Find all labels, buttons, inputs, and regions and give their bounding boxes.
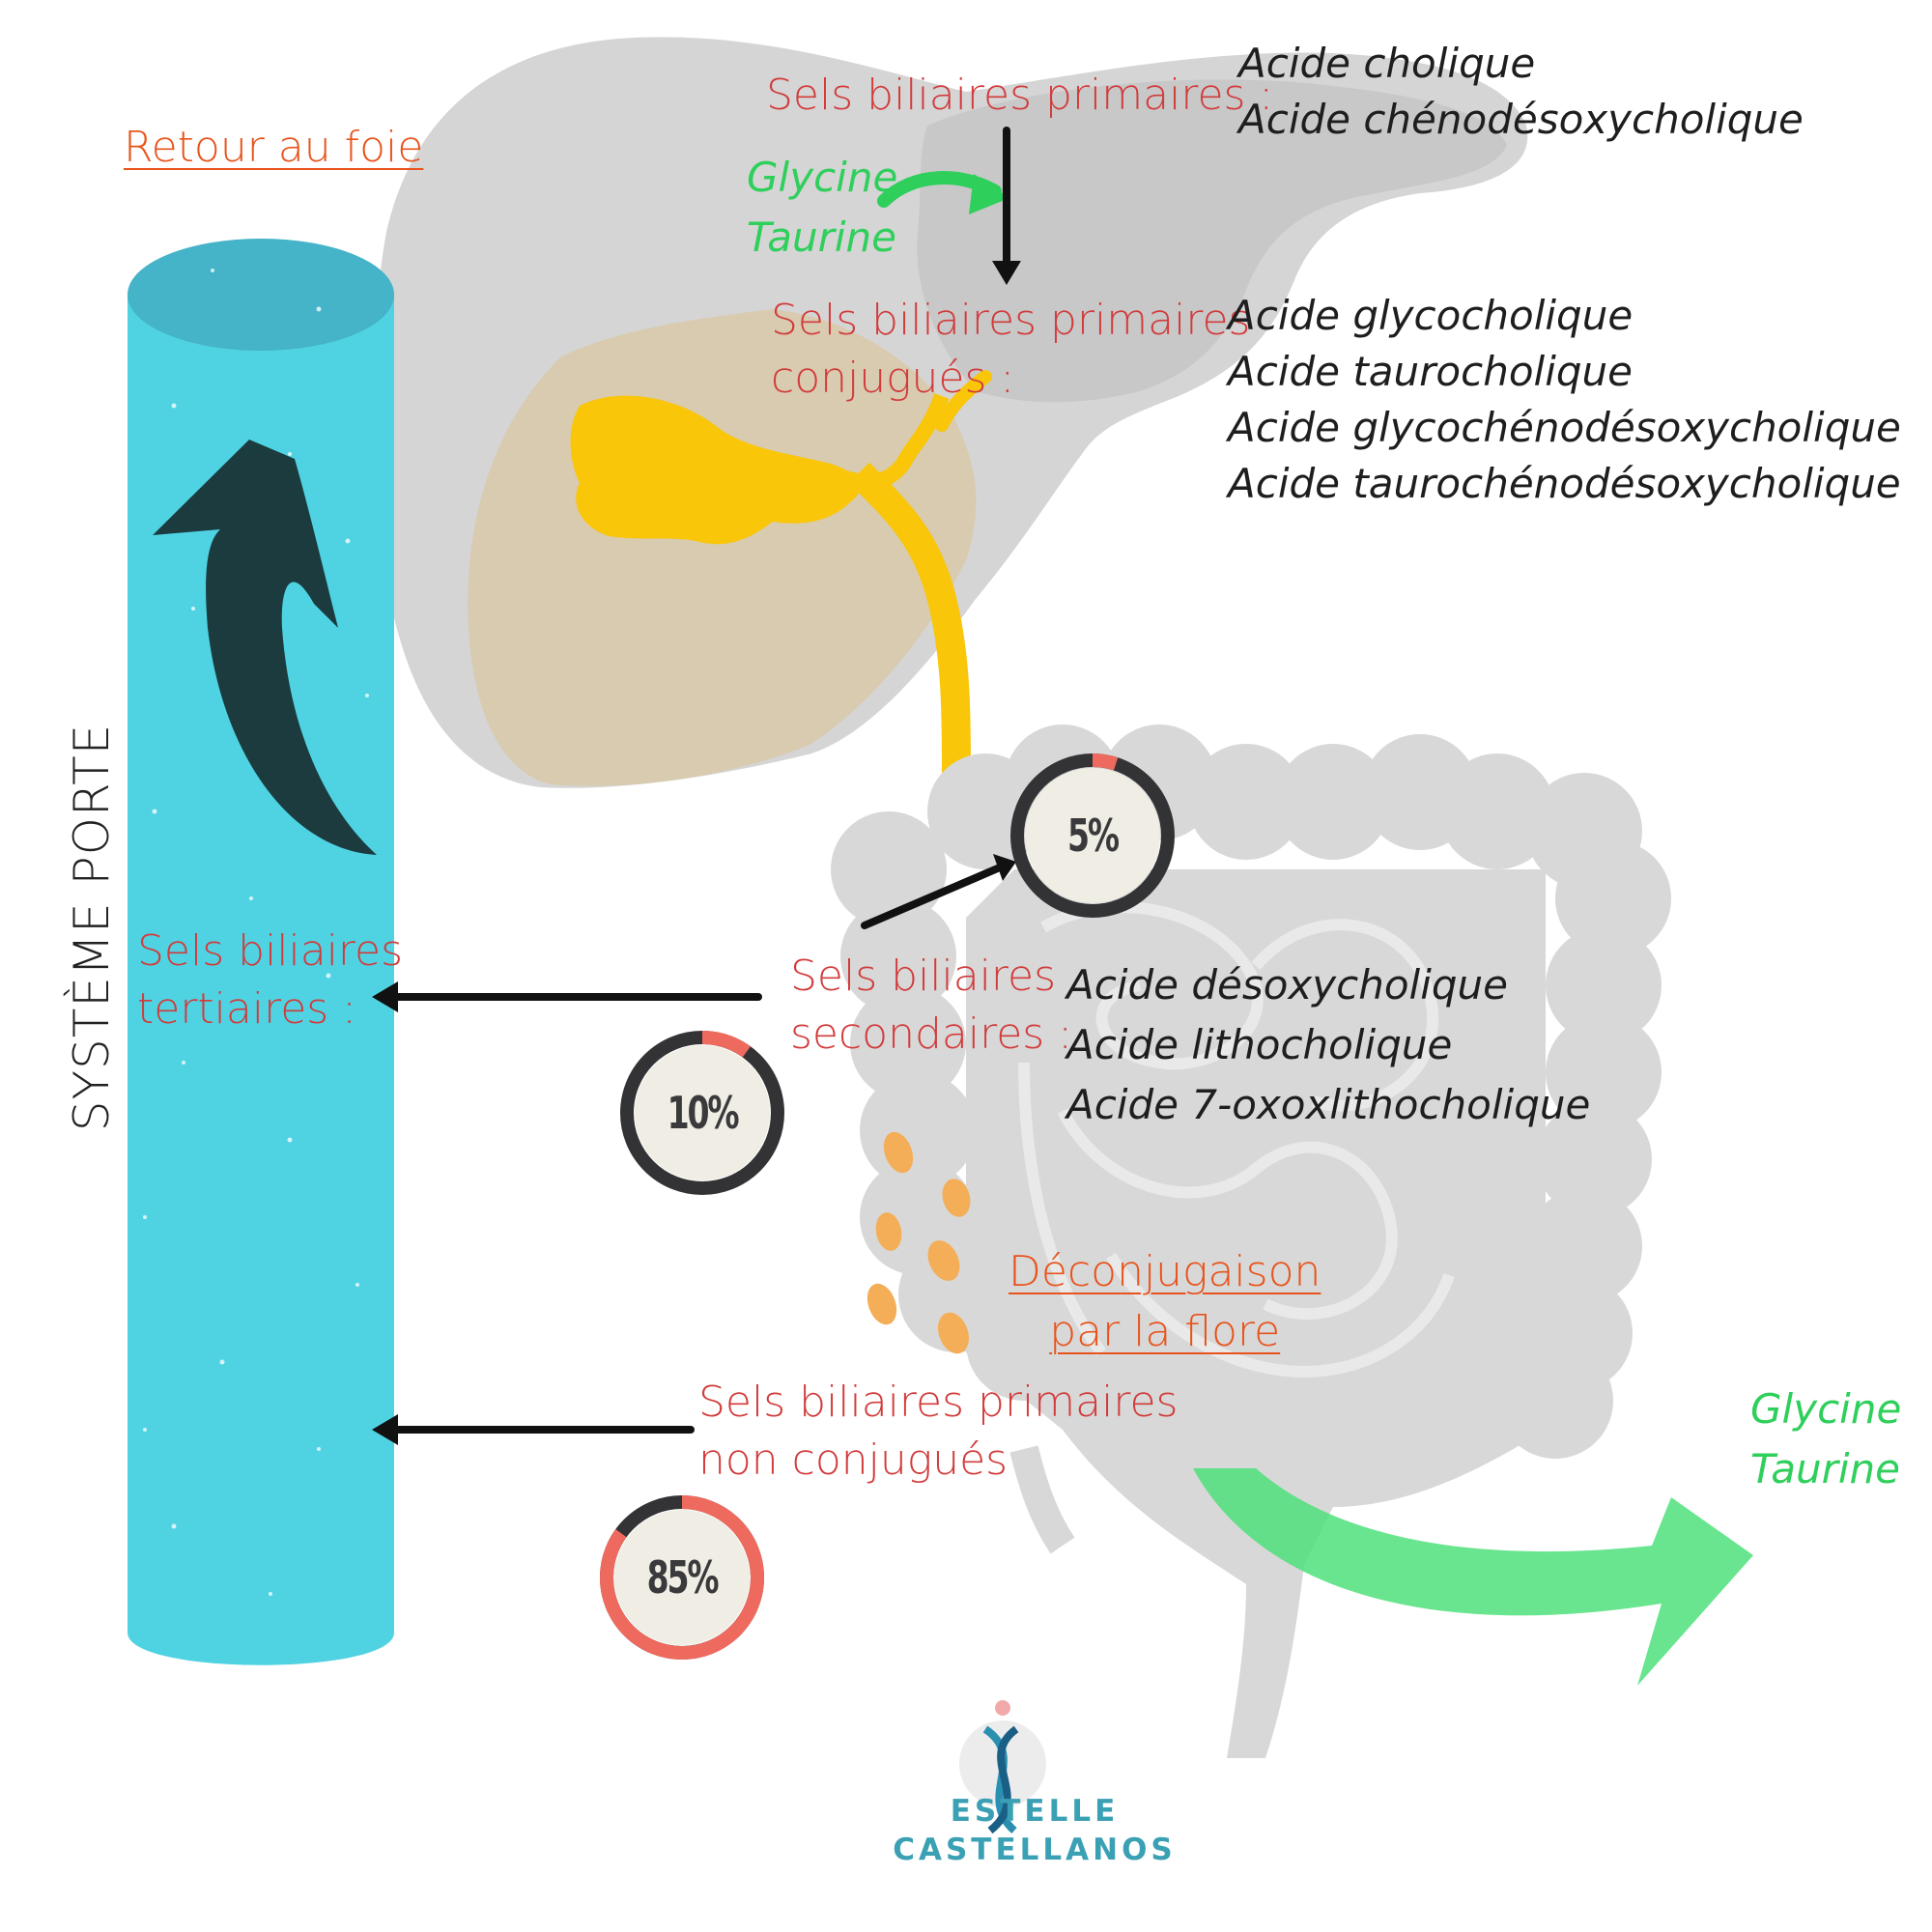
pct-badge-10 — [620, 1031, 784, 1195]
deconjugaison-link[interactable]: Déconjugaison par la flore — [1009, 1242, 1321, 1362]
secondaires-line1: Sels biliaires — [790, 952, 1057, 1001]
intestine-loops — [1018, 901, 1455, 1378]
glycine-taurine-bottom: Glycine Taurine — [1750, 1379, 1901, 1499]
primaires-acides: Acide cholique Acide chénodésoxycholique — [1238, 36, 1804, 148]
brand-line1: ESTELLE — [950, 1794, 1120, 1829]
systeme-porte-label: SYSTÈME PORTE — [64, 723, 120, 1132]
portal-vein — [128, 239, 394, 1665]
conjugues-line1: Sels biliaires primaires — [771, 296, 1251, 345]
acid-item: Acide cholique — [1238, 40, 1536, 87]
tertiaires-line2: tertiaires : — [137, 984, 357, 1034]
green-arrow-large — [1193, 1468, 1753, 1686]
acid-item: Acide taurochénodésoxycholique — [1228, 460, 1901, 507]
acid-item: Acide chénodésoxycholique — [1238, 96, 1804, 143]
glycine2-label: Glycine — [1750, 1385, 1902, 1433]
non-conj-line2: non conjugués — [698, 1435, 1009, 1485]
conjugues-acides: Acide glycocholique Acide taurocholique … — [1228, 288, 1901, 512]
deconj-line2: par la flore — [1049, 1307, 1281, 1356]
pct-85-label: 85% — [646, 1551, 720, 1604]
glycine-taurine-top: Glycine Taurine — [747, 148, 897, 268]
taurine-label: Taurine — [747, 213, 896, 261]
pct-badge-5 — [1010, 753, 1175, 918]
acid-item: Acide lithocholique — [1066, 1021, 1453, 1068]
primaires-label: Sels biliaires primaires : — [766, 71, 1274, 120]
return-arrow — [153, 440, 377, 855]
brand-logo-text: ESTELLE CASTELLANOS — [893, 1792, 1177, 1869]
pct-arc — [600, 1495, 764, 1660]
black-arrows — [372, 127, 1021, 1445]
taurine2-label: Taurine — [1750, 1445, 1900, 1492]
gallbladder-shape — [570, 370, 992, 788]
conjugues-line2: conjugués : — [771, 354, 1015, 403]
tertiaires-line1: Sels biliaires — [137, 926, 404, 976]
brand-line2: CASTELLANOS — [893, 1833, 1177, 1867]
deconj-line1: Déconjugaison — [1009, 1247, 1321, 1296]
pct-10-label: 10% — [667, 1087, 740, 1139]
tertiaires-label: Sels biliaires tertiaires : — [137, 923, 403, 1038]
secondaires-line2: secondaires : — [790, 1009, 1073, 1059]
secondaires-label: Sels biliaires secondaires : — [790, 948, 1072, 1064]
non-conjugues-label: Sels biliaires primaires non conjugués — [698, 1374, 1178, 1490]
bacteria-dots — [867, 1131, 971, 1354]
pct-arc — [701, 1031, 751, 1058]
pct-badge-85 — [600, 1495, 764, 1660]
acid-item: Acide 7-oxoxlithocholique — [1066, 1081, 1591, 1128]
conjugues-label: Sels biliaires primaires conjugués : — [771, 292, 1250, 408]
pct-arc — [1092, 753, 1119, 771]
green-arrow-small-head — [969, 174, 1009, 214]
acid-item: Acide taurocholique — [1228, 348, 1633, 395]
acid-item: Acide désoxycholique — [1066, 961, 1508, 1009]
non-conj-line1: Sels biliaires primaires — [698, 1378, 1179, 1427]
glycine-label: Glycine — [747, 154, 898, 201]
secondaires-acides: Acide désoxycholique Acide lithocholique… — [1066, 955, 1590, 1135]
retour-foie-link[interactable]: Retour au foie — [124, 123, 424, 172]
pct-5-label: 5% — [1067, 810, 1120, 862]
acid-item: Acide glycochénodésoxycholique — [1228, 404, 1901, 451]
acid-item: Acide glycocholique — [1228, 292, 1634, 339]
dna-logo — [959, 1700, 1046, 1834]
